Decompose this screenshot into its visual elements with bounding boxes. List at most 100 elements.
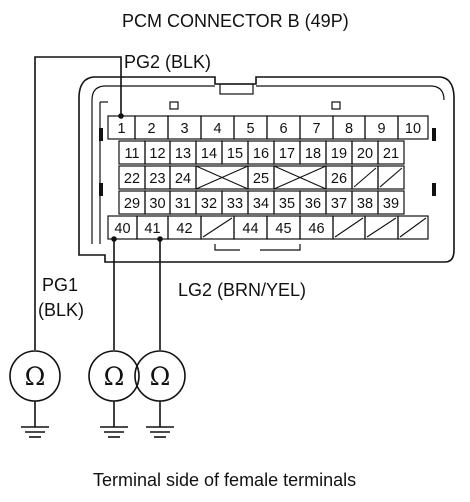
pg2-label: PG2 (BLK) [124,52,211,72]
ohm-icon: Ω [150,362,171,391]
terminal-number: 34 [253,196,269,212]
connector-housing [78,76,455,263]
terminal-number: 11 [124,146,139,162]
terminal-cell: 39 [377,190,405,215]
terminal-number: 41 [144,221,160,237]
terminal-cell: 23 [144,165,171,190]
terminal-number: 14 [201,146,217,162]
terminal-cell: 36 [299,190,327,215]
terminal-cell: 1 [107,115,136,140]
terminal-cell: 3 [167,115,202,140]
empty-cavity [397,215,429,240]
terminal-number: 6 [279,121,287,137]
blocked-cavity [273,165,327,190]
terminal-cell: 44 [233,215,268,240]
terminal-number: 9 [377,121,385,137]
terminal-cell: 46 [299,215,334,240]
terminal-cell: 45 [266,215,301,240]
terminal-number: 24 [175,171,191,187]
caption: Terminal side of female terminals [93,470,356,490]
terminal-number: 26 [331,171,347,187]
terminal-cell: 38 [351,190,379,215]
empty-cavity [377,165,405,190]
terminal-cell: 26 [325,165,353,190]
terminal-number: 23 [149,171,165,187]
terminal-cell: 22 [118,165,146,190]
terminal-cell: 33 [221,190,249,215]
terminal-cell: 34 [247,190,275,215]
pg1-label-line1: PG1 [42,275,78,295]
lg2-label: LG2 (BRN/YEL) [178,280,306,300]
terminal-cell: 25 [247,165,275,190]
terminal-cell: 5 [233,115,268,140]
terminal-number: 4 [213,121,221,137]
terminal-cell: 35 [273,190,301,215]
terminal-cell: 9 [364,115,399,140]
terminal-cell: 16 [247,140,275,165]
empty-cavity [351,165,379,190]
terminal-cell: 42 [167,215,202,240]
terminal-number: 38 [357,196,373,212]
terminal-number: 42 [176,221,192,237]
terminal-number: 17 [279,146,295,162]
ohm-icon: Ω [104,362,125,391]
terminal-number: 39 [383,196,399,212]
terminal-cell: 13 [169,140,197,165]
connector-title: PCM CONNECTOR B (49P) [122,11,349,31]
terminal-cell: 30 [144,190,171,215]
terminal-number: 2 [147,121,155,137]
terminal-cell: 31 [169,190,197,215]
empty-cavity [364,215,399,240]
terminal-cell: 14 [195,140,223,165]
terminal-number: 21 [383,146,399,162]
terminal-number: 18 [305,146,321,162]
terminal-number: 8 [345,121,353,137]
terminal-cell: 15 [221,140,249,165]
pg1-label-line2: (BLK) [38,300,84,320]
ohm-icon: Ω [25,362,46,391]
terminal-number: 19 [331,146,347,162]
terminal-number: 13 [175,146,191,162]
terminal-number: 12 [149,146,165,162]
terminal-cell: 20 [351,140,379,165]
terminal-number: 37 [331,196,347,212]
terminal-number: 15 [227,146,243,162]
terminal-number: 45 [275,221,291,237]
terminal-number: 1 [117,121,125,137]
terminal-number: 29 [124,196,140,212]
terminal-number: 40 [114,221,130,237]
empty-cavity [332,215,366,240]
terminal-number: 7 [312,121,320,137]
terminal-cell: 2 [134,115,169,140]
terminal-number: 33 [227,196,243,212]
test-leads [34,56,163,350]
terminal-number: 25 [253,171,269,187]
pg2-lead [34,56,122,350]
terminal-number: 5 [246,121,254,137]
terminal-cell: 19 [325,140,353,165]
terminal-cell: 40 [107,215,138,240]
terminal-cell: 37 [325,190,353,215]
terminal-number: 44 [242,221,258,237]
ohmmeter-lg2: Ω [134,350,186,438]
ohmmeter-pg2: Ω [9,350,61,438]
terminal-cell: 4 [200,115,235,140]
terminal-cell: 10 [397,115,429,140]
terminal-cell: 8 [332,115,366,140]
terminal-cell: 18 [299,140,327,165]
terminal-cell: 6 [266,115,301,140]
terminal-number: 32 [201,196,217,212]
terminal-number: 16 [253,146,269,162]
empty-cavity [200,215,235,240]
terminal-cell: 24 [169,165,197,190]
terminal-number: 10 [405,121,421,137]
terminal-cell: 29 [118,190,146,215]
terminal-cell: 32 [195,190,223,215]
terminal-number: 31 [175,196,191,212]
terminal-number: 46 [308,221,324,237]
terminal-number: 36 [305,196,321,212]
ohmmeter-pg1: Ω [88,350,140,438]
terminal-cell: 7 [299,115,334,140]
